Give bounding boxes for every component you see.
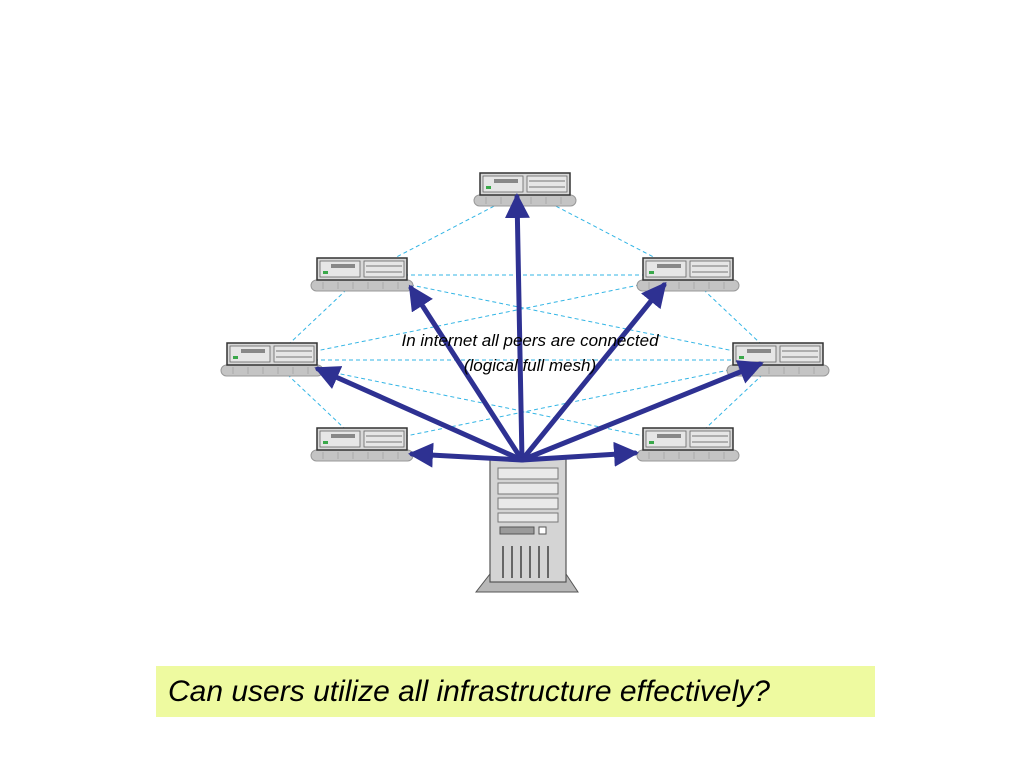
status-led-icon	[323, 271, 328, 274]
drive-slot	[331, 434, 355, 438]
arrow-to-lower-left	[408, 442, 525, 468]
question-text: Can users utilize all infrastructure eff…	[168, 674, 770, 708]
tower-bay-3	[497, 497, 559, 510]
peer-server-lower-right	[636, 427, 740, 462]
status-led-icon	[739, 356, 744, 359]
status-led-icon	[323, 441, 328, 444]
status-led-icon	[486, 186, 491, 189]
peer-servers	[220, 172, 830, 462]
peer-server-bay-panel	[689, 260, 731, 278]
peer-server-upper-left	[310, 257, 414, 292]
status-led-icon	[649, 271, 654, 274]
tower-bay-4	[497, 512, 559, 523]
peer-server-bay-panel	[526, 175, 568, 193]
peer-server-front-panel	[319, 260, 361, 278]
tower-bay-2	[497, 482, 559, 495]
peer-server-bay-panel	[363, 430, 405, 448]
peer-server-bay-panel	[273, 345, 315, 363]
drive-slot	[747, 349, 771, 353]
drive-slot	[657, 434, 681, 438]
drive-slot	[331, 264, 355, 268]
arrow-to-upper-right	[519, 281, 667, 463]
drive-slot	[494, 179, 518, 183]
tower-power-button	[538, 526, 547, 535]
arrow-to-lower-right	[519, 441, 639, 467]
arrow-to-middle-right	[519, 360, 764, 463]
connection-arrows	[314, 193, 764, 468]
arrow-to-middle-left	[314, 366, 525, 463]
drive-slot	[657, 264, 681, 268]
drive-slot	[241, 349, 265, 353]
peer-server-front-panel	[319, 430, 361, 448]
mesh-links	[271, 189, 779, 446]
status-led-icon	[649, 441, 654, 444]
peer-server-front-panel	[645, 260, 687, 278]
question-box: Can users utilize all infrastructure eff…	[156, 666, 875, 717]
peer-server-top	[473, 172, 577, 207]
peer-server-lower-left	[310, 427, 414, 462]
arrow-to-top	[504, 193, 530, 463]
peer-server-front-panel	[482, 175, 524, 193]
tower-drive-slot	[499, 526, 535, 535]
mesh-link-upper-right-middle-left	[271, 274, 689, 361]
peer-server-upper-right	[636, 257, 740, 292]
arrow-to-upper-left	[408, 284, 525, 463]
peer-server-bay-panel	[363, 260, 405, 278]
peer-server-middle-left	[220, 342, 324, 377]
diagram-caption-line-2: (logical full mesh)	[463, 356, 597, 375]
peer-server-bay-panel	[689, 430, 731, 448]
status-led-icon	[233, 356, 238, 359]
peer-server-bay-panel	[779, 345, 821, 363]
tower-server	[474, 457, 579, 593]
diagram-caption-line-1: In internet all peers are connected	[401, 331, 659, 350]
tower-bay-1	[497, 467, 559, 480]
peer-server-front-panel	[645, 430, 687, 448]
tower-vents	[502, 546, 549, 578]
